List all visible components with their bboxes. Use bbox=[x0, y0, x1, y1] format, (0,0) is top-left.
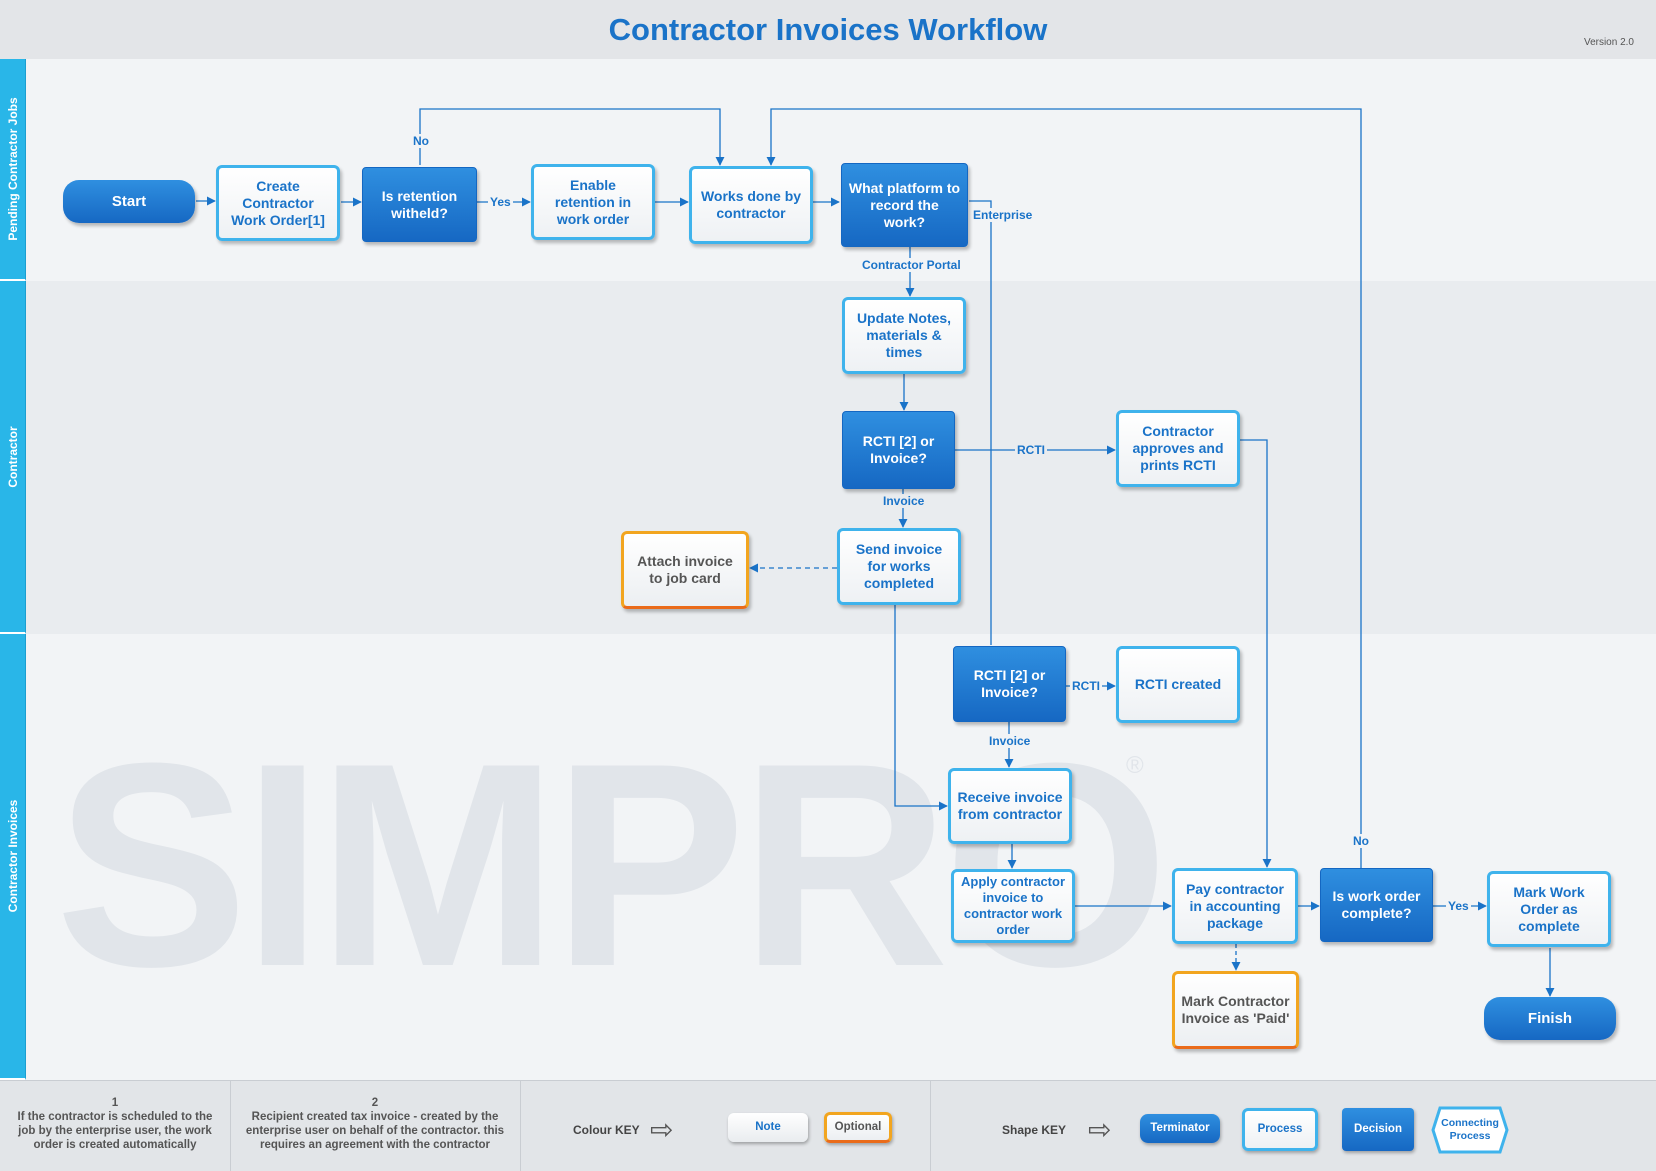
footnote-2: 2 Recipient created tax invoice - create… bbox=[230, 1081, 521, 1171]
footnote-1-number: 1 bbox=[111, 1097, 119, 1109]
works-done-process: Works done by contractor bbox=[689, 166, 813, 244]
footnote-2-number: 2 bbox=[371, 1097, 379, 1109]
registered-mark-icon: ® bbox=[1126, 752, 1144, 779]
footer-legend: 1 If the contractor is scheduled to the … bbox=[0, 1080, 1656, 1171]
colour-key-label: Colour KEY bbox=[573, 1123, 640, 1137]
what-platform-decision: What platform to record the work? bbox=[841, 163, 968, 247]
edge-label-contractor-portal: Contractor Portal bbox=[860, 258, 963, 272]
version-label: Version 2.0 bbox=[1583, 37, 1634, 48]
edge-label-invoice-1: Invoice bbox=[881, 494, 927, 508]
lane-label-invoices: Contractor Invoices bbox=[0, 634, 26, 1080]
edge-label-rcti-2: RCTI bbox=[1070, 679, 1102, 693]
retention-withheld-decision: Is retention witheld? bbox=[362, 167, 477, 242]
create-work-order-process: Create Contractor Work Order[1] bbox=[216, 165, 340, 241]
rcti-created-process: RCTI created bbox=[1116, 646, 1240, 723]
rcti-or-invoice-decision-1: RCTI [2] or Invoice? bbox=[842, 411, 955, 489]
receive-invoice-process: Receive invoice from contractor bbox=[948, 768, 1072, 844]
send-invoice-process: Send invoice for works completed bbox=[837, 528, 961, 605]
key-terminator: Terminator bbox=[1140, 1114, 1220, 1143]
lane-contractor: Contractor bbox=[0, 281, 1656, 634]
hollow-right-arrow-icon: ⇨ bbox=[1088, 1114, 1112, 1145]
edge-label-yes-complete: Yes bbox=[1446, 899, 1471, 913]
hollow-right-arrow-icon: ⇨ bbox=[650, 1114, 674, 1145]
work-order-complete-decision: Is work order complete? bbox=[1320, 868, 1433, 942]
key-decision: Decision bbox=[1342, 1108, 1414, 1151]
pay-contractor-process: Pay contractor in accounting package bbox=[1172, 868, 1298, 944]
mark-complete-process: Mark Work Order as complete bbox=[1487, 871, 1611, 947]
key-connecting-process-shape bbox=[1431, 1106, 1509, 1154]
key-process: Process bbox=[1242, 1108, 1318, 1151]
finish-terminator: Finish bbox=[1484, 997, 1616, 1040]
lane-label-pending: Pending Contractor Jobs bbox=[0, 59, 26, 281]
shape-key: Shape KEY ⇨ Terminator Process Decision … bbox=[930, 1081, 1656, 1171]
mark-paid-optional: Mark Contractor Invoice as 'Paid' bbox=[1172, 971, 1299, 1049]
start-terminator: Start bbox=[63, 180, 195, 223]
edge-label-invoice-2: Invoice bbox=[987, 734, 1033, 748]
lane-label-contractor: Contractor bbox=[0, 281, 26, 634]
contractor-approves-process: Contractor approves and prints RCTI bbox=[1116, 410, 1240, 487]
attach-invoice-optional: Attach invoice to job card bbox=[621, 531, 749, 609]
enable-retention-process: Enable retention in work order bbox=[531, 164, 655, 240]
key-note: Note bbox=[728, 1113, 808, 1142]
edge-label-no-retention: No bbox=[411, 134, 431, 148]
edge-label-yes-retention: Yes bbox=[488, 195, 513, 209]
edge-label-no-complete: No bbox=[1351, 834, 1371, 848]
simpro-watermark: SIMPRO bbox=[55, 720, 1169, 1010]
key-connecting-process: Connecting Process bbox=[1441, 1117, 1499, 1142]
footnote-1: 1 If the contractor is scheduled to the … bbox=[0, 1081, 231, 1171]
colour-key: Colour KEY ⇨ Note Optional bbox=[520, 1081, 931, 1171]
update-notes-process: Update Notes, materials & times bbox=[842, 297, 966, 374]
apply-invoice-process: Apply contractor invoice to contractor w… bbox=[951, 869, 1075, 943]
shape-key-label: Shape KEY bbox=[1002, 1123, 1067, 1137]
footnote-2-text: Recipient created tax invoice - created … bbox=[245, 1111, 505, 1151]
edge-label-enterprise: Enterprise bbox=[971, 208, 1035, 222]
footnote-1-text: If the contractor is scheduled to the jo… bbox=[17, 1111, 213, 1151]
header: Contractor Invoices Workflow Version 2.0 bbox=[0, 0, 1656, 60]
diagram-title: Contractor Invoices Workflow bbox=[608, 12, 1048, 47]
key-optional: Optional bbox=[824, 1112, 892, 1143]
edge-label-rcti-1: RCTI bbox=[1015, 443, 1047, 457]
rcti-or-invoice-decision-2: RCTI [2] or Invoice? bbox=[953, 646, 1066, 722]
